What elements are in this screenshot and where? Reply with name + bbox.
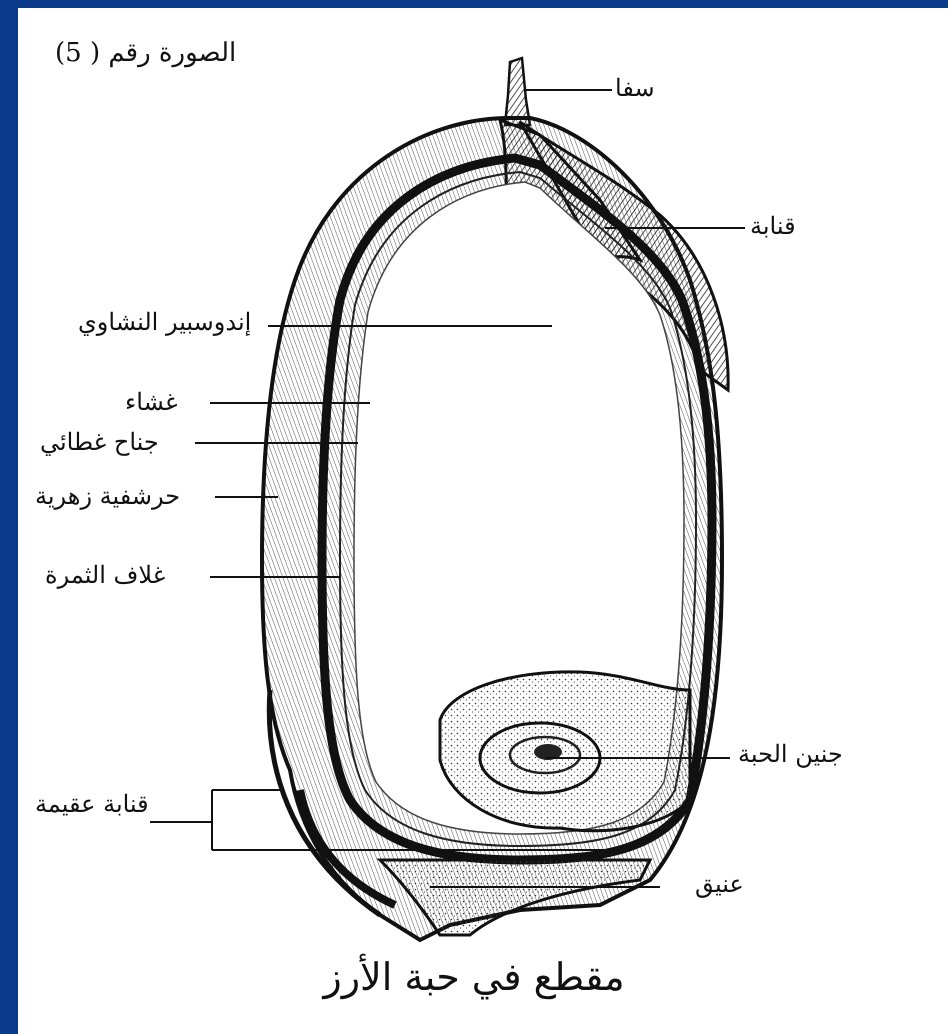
label-lemma: قنابة <box>750 212 796 240</box>
label-starchy-endosperm: إندوسبير النشاوي <box>78 308 251 336</box>
figure-number: الصورة رقم ( 5) <box>55 38 236 68</box>
label-pericarp: غلاف الثمرة <box>45 561 165 589</box>
label-lodicule: حرشفية زهرية <box>35 482 180 510</box>
awn-shape <box>505 58 530 125</box>
label-awn: سفا <box>615 74 655 102</box>
label-membrane: غشاء <box>125 388 178 416</box>
label-palea: جناح غطائي <box>40 428 159 456</box>
label-sterile-lemma: قنابة عقيمة <box>35 790 149 818</box>
embryo-shape <box>440 672 690 831</box>
diagram-caption: مقطع في حبة الأرز <box>0 955 948 999</box>
label-embryo: جنين الحبة <box>738 740 843 768</box>
label-rachilla: عنيق <box>695 870 744 898</box>
